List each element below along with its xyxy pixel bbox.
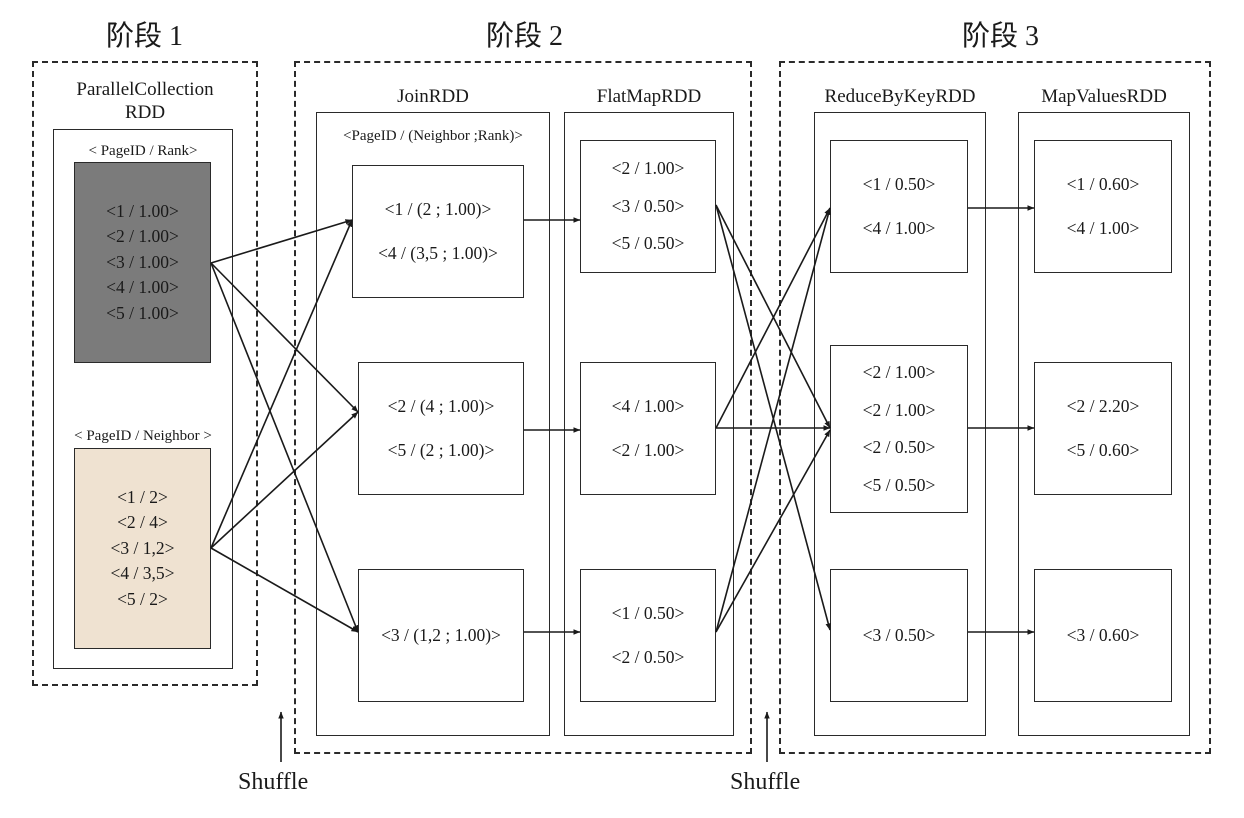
reduce-record: <2 / 1.00> [862,399,936,420]
join-record: <3 / (1,2 ; 1.00)> [381,624,501,645]
parallel-rdd-title-line2: RDD [124,102,166,123]
stage-2-title: 阶段 2 [486,21,564,52]
reduce-partition-3: <3 / 0.50> [830,569,968,702]
edge-neighbor-to-join-3 [210,547,359,633]
mapvalues-partition-3: <3 / 0.60> [1034,569,1172,702]
mapvalues-rdd-box [1018,112,1190,736]
mapvalues-partition-1: <1 / 0.60> <4 / 1.00> [1034,140,1172,273]
neighbor-record: <4 / 3,5> [110,563,175,584]
shuffle-label-1: Shuffle [238,769,309,795]
rank-record: <1 / 1.00> [106,200,179,221]
neighbor-record: <1 / 2> [117,486,168,507]
neighbor-partition: <1 / 2> <2 / 4> <3 / 1,2> <4 / 3,5> <5 /… [74,448,211,649]
join-caption: <PageID / (Neighbor ;Rank)> [343,128,523,144]
join-record: <5 / (2 ; 1.00)> [387,439,495,460]
rank-record: <5 / 1.00> [106,302,179,323]
join-rdd-title: JoinRDD [397,86,469,107]
mapvalues-partition-2: <2 / 2.20> <5 / 0.60> [1034,362,1172,495]
mapvalues-record: <1 / 0.60> [1066,174,1140,194]
rank-record: <3 / 1.00> [106,251,179,272]
rank-caption: < PageID / Rank> [88,143,198,159]
shuffle-label-2: Shuffle [730,769,801,795]
join-record: <1 / (2 ; 1.00)> [384,199,492,219]
reduce-partition-2: <2 / 1.00> <2 / 1.00> <2 / 0.50> <5 / 0.… [830,345,968,513]
mapvalues-record: <3 / 0.60> [1066,624,1140,645]
flatmap-record: <3 / 0.50> [611,195,685,216]
neighbor-record: <5 / 2> [117,588,168,609]
flatmap-record: <4 / 1.00> [611,396,685,416]
edge-flatmap2-to-reduce1 [715,207,831,429]
edge-neighbor-to-join-2 [210,411,359,549]
mapvalues-rdd-title: MapValuesRDD [1041,86,1167,107]
edge-rank-to-join-3 [210,262,359,633]
rank-record: <2 / 1.00> [106,226,179,247]
parallel-rdd-title: ParallelCollection RDD [45,78,245,124]
flatmap-record: <5 / 0.50> [611,233,685,254]
flatmap-record: <2 / 1.00> [611,439,685,460]
reduce-record: <5 / 0.50> [862,474,936,495]
reduce-rdd-box [814,112,986,736]
neighbor-caption: < PageID / Neighbor > [74,428,212,444]
parallel-rdd-box [53,129,233,669]
edge-flatmap3-to-reduce2 [715,429,831,633]
edge-rank-to-join-1 [210,219,353,264]
flatmap-partition-2: <4 / 1.00> <2 / 1.00> [580,362,716,495]
rank-partition: <1 / 1.00> <2 / 1.00> <3 / 1.00> <4 / 1.… [74,162,211,363]
reduce-record: <2 / 1.00> [862,362,936,382]
neighbor-record: <2 / 4> [117,512,168,533]
mapvalues-record: <5 / 0.60> [1066,439,1140,460]
join-partition-1: <1 / (2 ; 1.00)> <4 / (3,5 ; 1.00)> [352,165,524,298]
stage-2-box [294,61,752,754]
stage-1-box [32,61,258,686]
mapvalues-record: <4 / 1.00> [1066,217,1140,238]
join-record: <4 / (3,5 ; 1.00)> [378,242,498,263]
flatmap-record: <1 / 0.50> [611,603,685,623]
edge-flatmap3-to-reduce1 [715,207,831,633]
stage-1-title: 阶段 1 [106,21,184,52]
join-rdd-box [316,112,550,736]
flatmap-rdd-title: FlatMapRDD [596,86,702,107]
edge-neighbor-to-join-1 [210,219,353,549]
flatmap-record: <2 / 1.00> [611,158,685,179]
flatmap-rdd-box [564,112,734,736]
stage-3-box [779,61,1211,754]
join-record: <2 / (4 ; 1.00)> [387,396,495,416]
neighbor-record: <3 / 1,2> [110,537,175,558]
parallel-rdd-title-line1: ParallelCollection [76,79,214,100]
flatmap-partition-1: <2 / 1.00> <3 / 0.50> <5 / 0.50> [580,140,716,273]
join-partition-3: <3 / (1,2 ; 1.00)> [358,569,524,702]
mapvalues-record: <2 / 2.20> [1066,396,1140,416]
reduce-rdd-title: ReduceByKeyRDD [824,86,976,107]
join-partition-2: <2 / (4 ; 1.00)> <5 / (2 ; 1.00)> [358,362,524,495]
flatmap-record: <2 / 0.50> [611,646,685,667]
reduce-record: <3 / 0.50> [862,624,936,645]
reduce-record: <2 / 0.50> [862,437,936,457]
reduce-record: <1 / 0.50> [862,174,936,194]
reduce-partition-1: <1 / 0.50> <4 / 1.00> [830,140,968,273]
edge-rank-to-join-2 [210,262,359,413]
stage-3-title: 阶段 3 [962,21,1040,52]
reduce-record: <4 / 1.00> [862,217,936,238]
flatmap-partition-3: <1 / 0.50> <2 / 0.50> [580,569,716,702]
rank-record: <4 / 1.00> [106,277,179,298]
